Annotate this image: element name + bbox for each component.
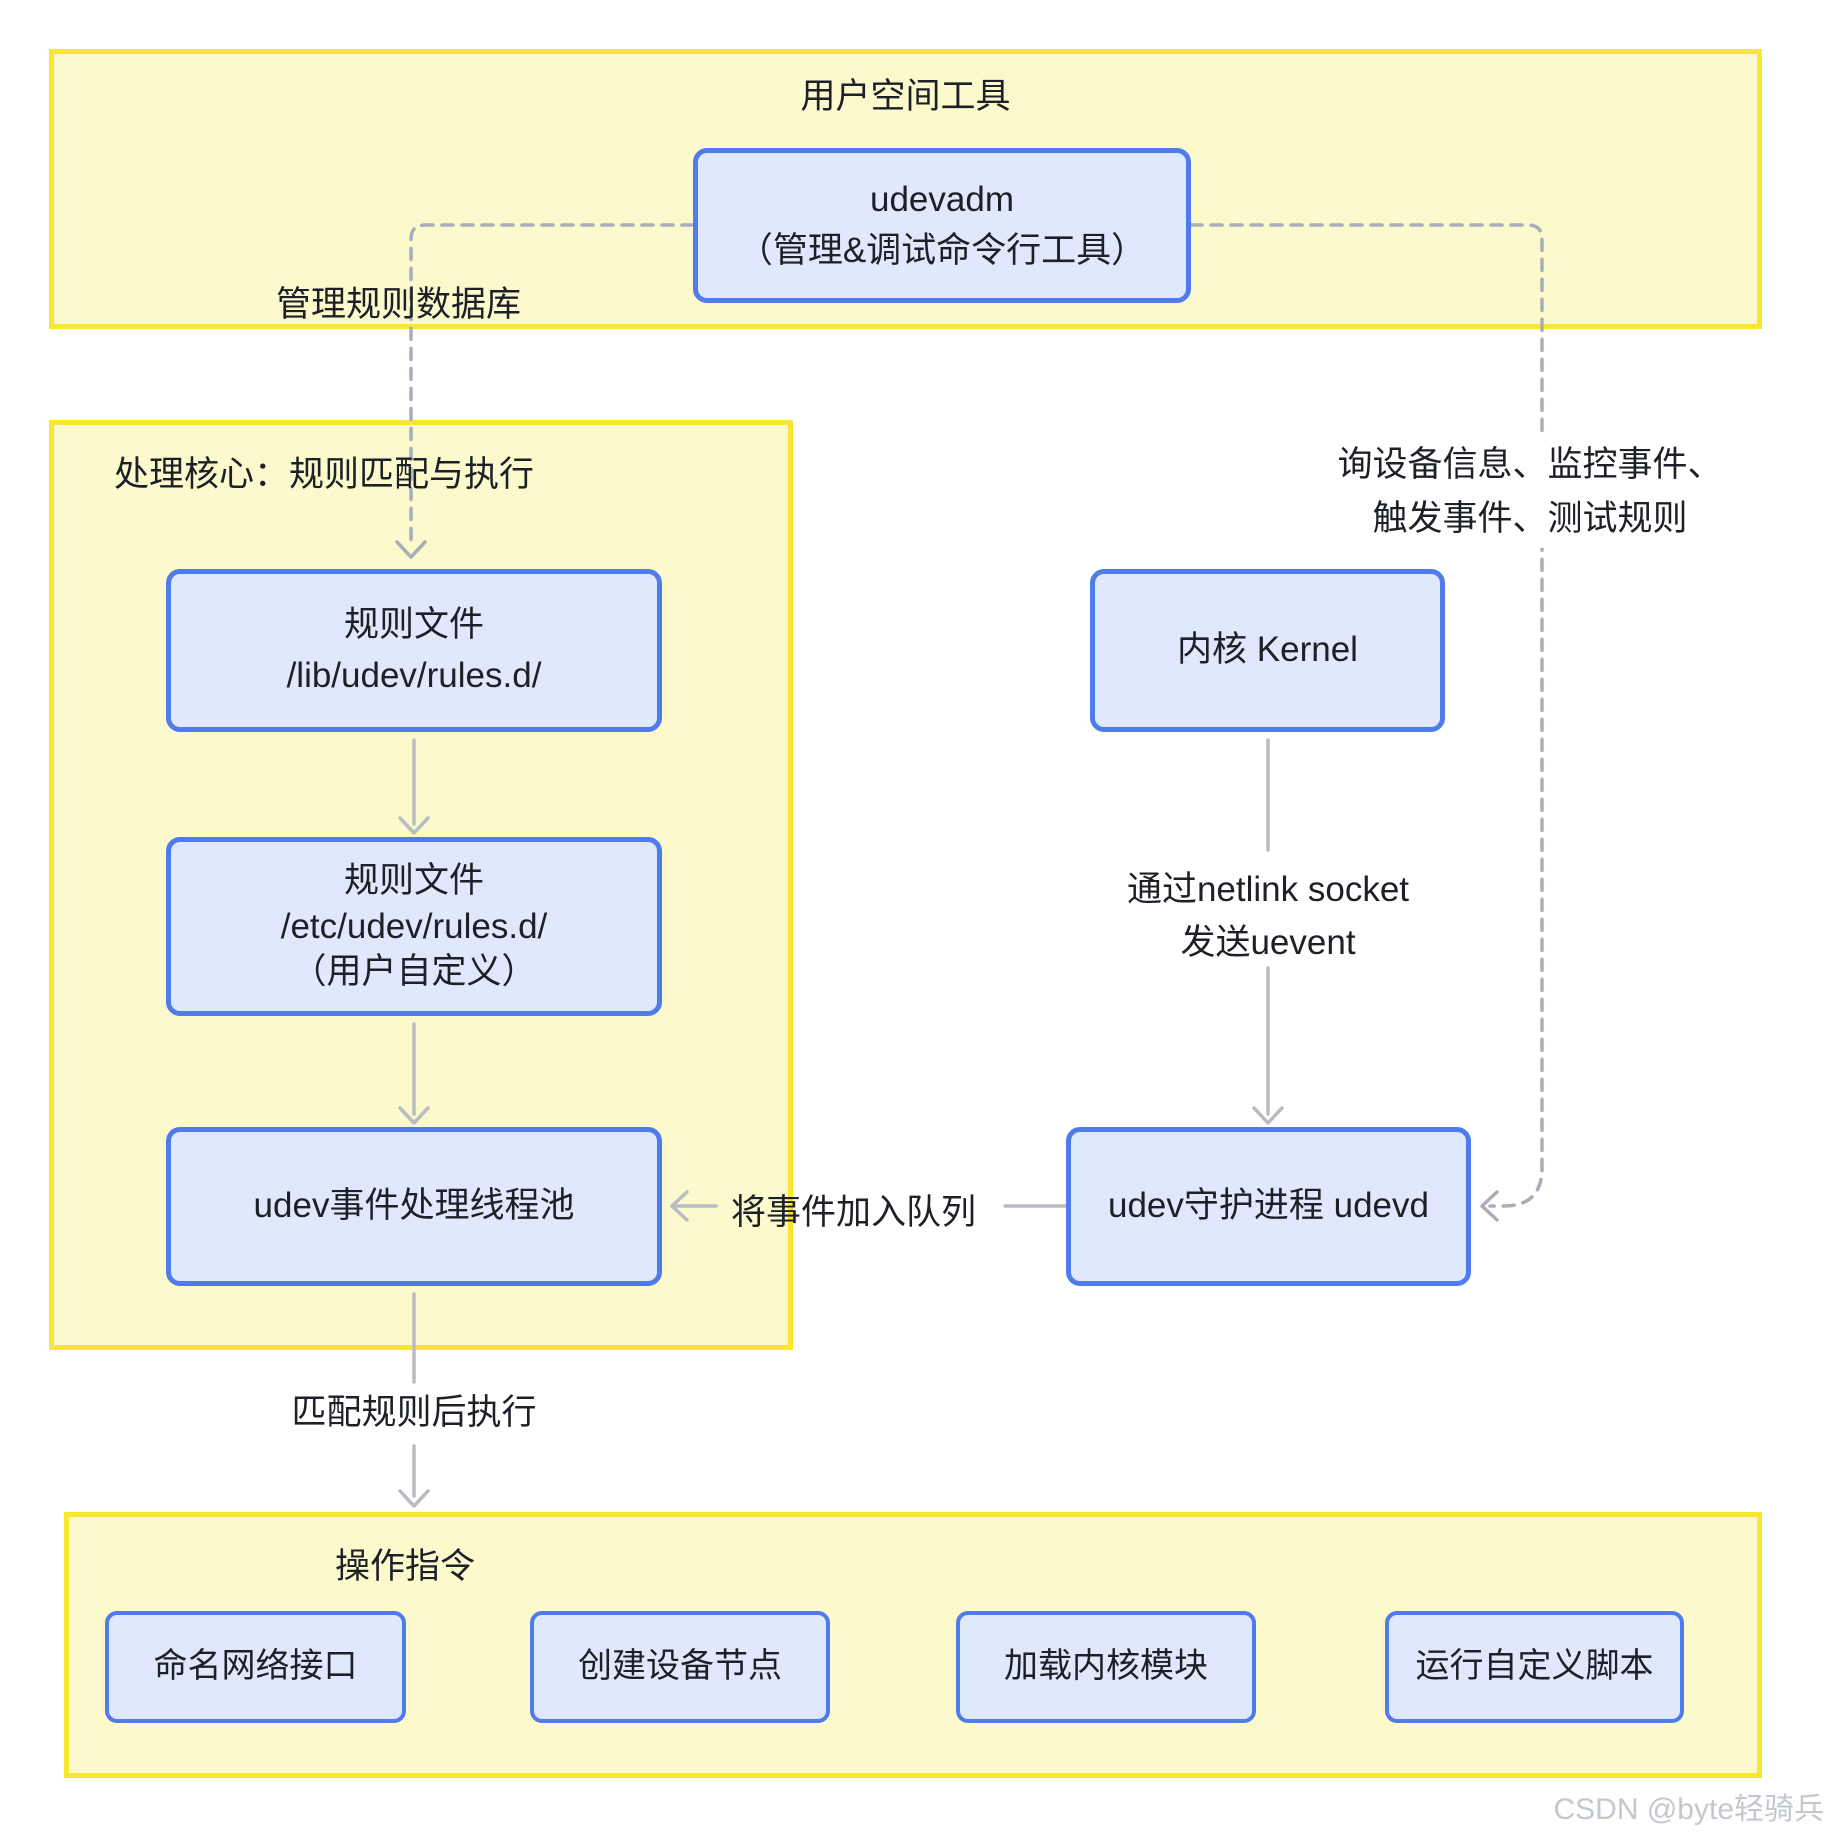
node-rules-lib-path: /lib/udev/rules.d/ (286, 655, 542, 695)
node-kernel: 内核 Kernel (1090, 569, 1445, 732)
edge-udevadm-to-rules-dashed (409, 223, 695, 550)
node-rules-etc: 规则文件 /etc/udev/rules.d/ （用户自定义） (166, 837, 662, 1016)
node-rules-etc-path: /etc/udev/rules.d/ (280, 906, 548, 946)
edge-label-match-exec: 匹配规则后执行 (291, 1393, 537, 1432)
node-udevd: udev守护进程 udevd (1066, 1127, 1471, 1286)
edge-label-enqueue: 将事件加入队列 (731, 1193, 977, 1232)
node-op-name-netif: 命名网络接口 (105, 1611, 406, 1723)
node-udevadm: udevadm （管理&调试命令行工具） (693, 148, 1191, 303)
edge-label-netlink-line2: 发送uevent (1180, 922, 1356, 962)
node-op-name-netif-label: 命名网络接口 (153, 1647, 358, 1686)
csdn-watermark: CSDN @byte轻骑兵 (1553, 1793, 1825, 1826)
node-rules-lib: 规则文件 /lib/udev/rules.d/ (166, 569, 662, 732)
edge-netlinklabel-to-udevd-arrowhead (1252, 1106, 1284, 1125)
node-event-pool-label: udev事件处理线程池 (253, 1186, 575, 1226)
edge-label-query: 询设备信息、监控事件、 触发事件、测试规则 (1330, 436, 1730, 548)
edge-matchlabel-to-ops-arrowhead (398, 1489, 430, 1508)
node-rules-etc-title: 规则文件 (343, 861, 484, 901)
node-op-run-script-label: 运行自定义脚本 (1415, 1647, 1654, 1686)
edge-label-manage-rules-db: 管理规则数据库 (276, 285, 522, 324)
edge-udevadm-to-udevd-arrowhead (1480, 1190, 1499, 1222)
node-op-create-devnode: 创建设备节点 (530, 1611, 830, 1723)
node-rules-lib-title: 规则文件 (343, 604, 484, 644)
user-space-title: 用户空间工具 (800, 77, 1011, 116)
node-event-pool: udev事件处理线程池 (166, 1127, 662, 1286)
node-rules-etc-note: （用户自定义） (291, 952, 537, 992)
edge-enqueuelabel-to-pool-arrowhead (670, 1190, 689, 1222)
node-op-run-script: 运行自定义脚本 (1385, 1611, 1684, 1723)
edge-label-query-line2: 触发事件、测试规则 (1372, 499, 1688, 538)
edge-udevadm-to-rules-arrowhead (395, 540, 427, 559)
node-udevd-label: udev守护进程 udevd (1108, 1186, 1429, 1226)
node-udevadm-name: udevadm (870, 179, 1014, 219)
edge-rulesetc-to-pool-arrowhead (398, 1106, 430, 1125)
node-udevadm-desc: （管理&调试命令行工具） (737, 230, 1147, 270)
core-processing-title: 处理核心：规则匹配与执行 (114, 455, 535, 494)
edge-label-netlink: 通过netlink socket 发送uevent (1068, 864, 1468, 969)
edge-ruleslib-to-rulesetc-arrowhead (398, 816, 430, 835)
edge-label-netlink-line1: 通过netlink socket (1126, 870, 1410, 909)
edge-udevadm-to-udevd-dashed (1189, 223, 1544, 1208)
node-op-create-devnode-label: 创建设备节点 (578, 1647, 782, 1686)
operations-title: 操作指令 (334, 1547, 475, 1586)
node-op-load-module-label: 加载内核模块 (1004, 1647, 1208, 1686)
node-op-load-module: 加载内核模块 (956, 1611, 1256, 1723)
edge-label-query-line1: 询设备信息、监控事件、 (1337, 444, 1723, 484)
node-kernel-label: 内核 Kernel (1177, 630, 1358, 670)
